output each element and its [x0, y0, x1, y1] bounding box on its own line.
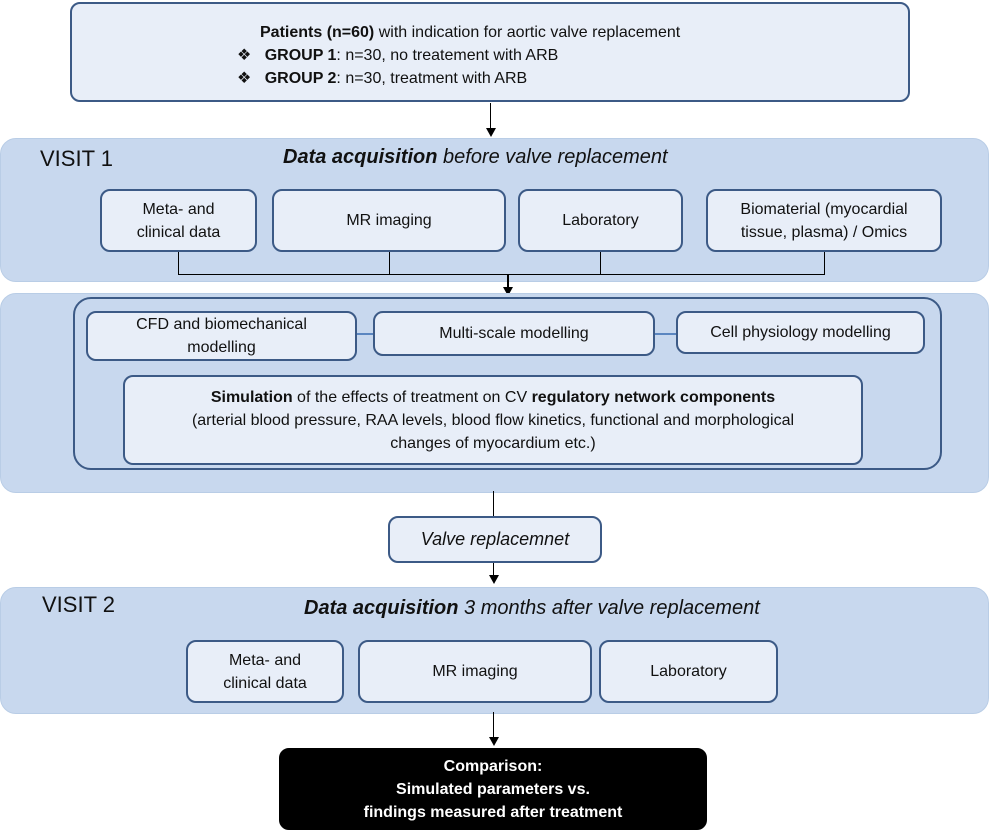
box-line: Comparison: [443, 757, 543, 775]
box-line: clinical data [223, 674, 307, 692]
visit1-label: VISIT 1 [40, 146, 113, 171]
simulation-bold: regulatory network components [531, 388, 776, 406]
visit1-heading: Data acquisition before valve replacemen… [283, 146, 668, 169]
bullet-icon: ❖ [237, 47, 252, 64]
box-line: CFD and biomechanical [136, 316, 307, 333]
connector-line [507, 274, 509, 288]
box-line: modelling [187, 339, 256, 356]
box-line: Laboratory [562, 212, 639, 229]
box-line: (arterial blood pressure, RAA levels, bl… [191, 411, 795, 429]
visit2-label: VISIT 2 [42, 592, 115, 617]
visit2-heading-rest: 3 months after valve replacement [458, 597, 760, 619]
box-line: MR imaging [346, 212, 432, 229]
connector-line [493, 491, 494, 517]
patients-title-rest: with indication for aortic valve replace… [374, 24, 681, 41]
visit2-laboratory-box: Laboratory [599, 640, 778, 703]
connector-line [178, 274, 825, 275]
box-line: Valve replacemnet [420, 529, 570, 549]
bullet-icon: ❖ [237, 70, 252, 87]
box-line: Cell physiology modelling [710, 324, 891, 341]
multiscale-modelling-box: Multi-scale modelling [373, 311, 655, 356]
box-line: of the effects of treatment on CV [292, 388, 532, 406]
patients-box: Patients (n=60) with indication for aort… [70, 2, 910, 102]
connector-line [357, 333, 373, 335]
box-line: Simulated parameters vs. [396, 780, 590, 798]
arrow-down-icon [503, 287, 513, 296]
box-line: changes of myocardium etc.) [390, 434, 596, 452]
box-line: Laboratory [650, 663, 727, 680]
visit1-heading-bold: Data acquisition [283, 146, 438, 168]
visit1-mr-imaging-box: MR imaging [272, 189, 506, 252]
connector-line [490, 103, 491, 129]
connector-line [824, 252, 825, 274]
visit2-mr-imaging-box: MR imaging [358, 640, 592, 703]
visit1-laboratory-box: Laboratory [518, 189, 683, 252]
box-line: Biomaterial (myocardial [740, 200, 908, 218]
connector-line [600, 252, 601, 274]
connector-line [178, 252, 179, 274]
visit1-heading-rest: before valve replacement [437, 146, 668, 168]
arrow-down-icon [489, 575, 499, 584]
arrow-down-icon [489, 737, 499, 746]
cfd-modelling-box: CFD and biomechanical modelling [86, 311, 357, 361]
visit2-heading: Data acquisition 3 months after valve re… [304, 597, 760, 620]
connector-line [493, 563, 494, 576]
visit2-meta-clinical-box: Meta- and clinical data [186, 640, 344, 703]
box-line: findings measured after treatment [363, 803, 623, 821]
connector-line [389, 252, 390, 274]
visit2-heading-bold: Data acquisition [304, 597, 459, 619]
comparison-box: Comparison: Simulated parameters vs. fin… [279, 748, 707, 830]
group2-text: : n=30, treatment with ARB [336, 70, 528, 87]
valve-replacement-box: Valve replacemnet [388, 516, 602, 563]
box-line: Meta- and [142, 200, 215, 218]
arrow-down-icon [486, 128, 496, 137]
box-line: Meta- and [228, 651, 302, 669]
patients-title-bold: Patients (n=60) [260, 24, 375, 41]
box-line: tissue, plasma) / Omics [740, 223, 908, 241]
group1-text: : n=30, no treatement with ARB [336, 47, 559, 64]
connector-line [655, 333, 676, 335]
connector-line [493, 712, 494, 738]
group1-label: GROUP 1 [264, 47, 337, 64]
visit1-biomaterial-box: Biomaterial (myocardial tissue, plasma) /… [706, 189, 942, 252]
box-line: MR imaging [432, 663, 518, 680]
visit1-meta-clinical-box: Meta- and clinical data [100, 189, 257, 252]
box-line: Multi-scale modelling [439, 325, 589, 342]
cell-physiology-box: Cell physiology modelling [676, 311, 925, 354]
modelling-frame [73, 297, 942, 470]
group2-label: GROUP 2 [264, 70, 337, 87]
simulation-box: Simulation of the effects of treatment o… [123, 375, 863, 465]
box-line: clinical data [136, 223, 221, 241]
simulation-bold: Simulation [210, 388, 293, 406]
